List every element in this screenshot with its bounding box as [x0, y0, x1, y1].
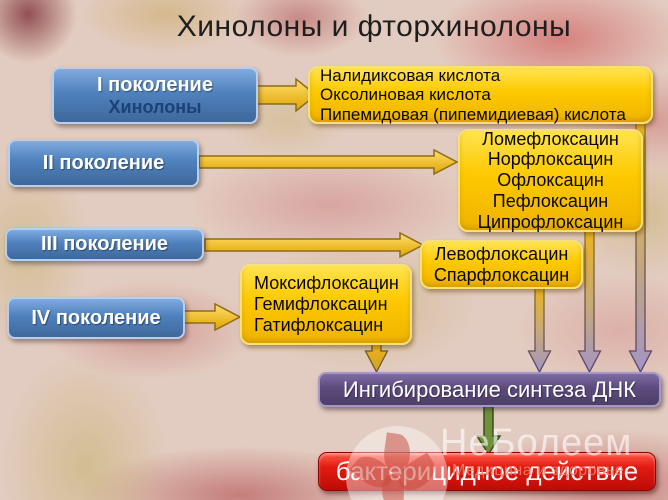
arrow-gen2-to-drugs — [198, 148, 459, 176]
arrow-gen4-to-drugs — [183, 302, 242, 332]
generation-2-label: II поколение — [42, 151, 165, 174]
line-gen1-to-dna — [628, 120, 653, 374]
effect-box: бактерицидное действие — [318, 452, 656, 491]
generation-2-drugs-box: Ломефлоксацин Норфлоксацин Офлоксацин Пе… — [458, 129, 643, 232]
drug-name: Гатифлоксацин — [254, 314, 384, 335]
generation-1-sublabel: Хинолоны — [108, 96, 202, 117]
generation-1-box: I поколение Хинолоны — [52, 67, 258, 124]
mechanism-box: Ингибирование синтеза ДНК — [318, 372, 661, 407]
drug-name: Оксолиновая кислота — [320, 85, 491, 105]
page-title: Хинолоны и фторхинолоны — [176, 10, 572, 43]
line-gen4-to-dna — [364, 343, 389, 374]
drug-name: Гемифлоксацин — [254, 294, 388, 315]
generation-1-drugs-box: Налидиксовая кислота Оксолиновая кислота… — [308, 66, 653, 124]
mechanism-label: Ингибирование синтеза ДНК — [342, 376, 637, 402]
drug-name: Ципрофлоксацин — [477, 211, 624, 232]
drug-name: Офлоксацин — [497, 170, 604, 191]
generation-4-label: IV поколение — [31, 306, 161, 329]
drug-name: Пефлоксацин — [492, 190, 609, 211]
generation-3-box: III поколение — [5, 228, 204, 261]
generation-4-drugs-box: Моксифлоксацин Гемифлоксацин Гатифлоксац… — [240, 264, 412, 345]
generation-2-box: II поколение — [8, 139, 199, 187]
drug-name: Норфлоксацин — [487, 149, 614, 170]
arrow-dna-to-effect — [475, 405, 502, 456]
generation-4-box: IV поколение — [7, 297, 185, 339]
generation-3-label: III поколение — [40, 233, 169, 255]
drug-name: Спарфлоксацин — [433, 264, 570, 285]
generation-1-label: I поколение — [97, 73, 213, 96]
drug-name: Моксифлоксацин — [254, 273, 399, 294]
drug-name: Левофлоксацин — [434, 243, 569, 264]
drug-name: Ломефлоксацин — [482, 128, 619, 149]
arrow-gen3-to-drugs — [204, 231, 425, 259]
line-gen2-to-dna — [577, 230, 602, 374]
drug-name: Пипемидовая (пипемидиевая) кислота — [320, 104, 626, 124]
drug-name: Налидиксовая кислота — [320, 65, 501, 85]
arrow-gen1-to-drugs — [256, 77, 318, 113]
line-gen3-to-dna — [527, 286, 552, 374]
effect-label: бактерицидное действие — [335, 456, 639, 486]
generation-3-drugs-box: Левофлоксацин Спарфлоксацин — [420, 240, 583, 289]
